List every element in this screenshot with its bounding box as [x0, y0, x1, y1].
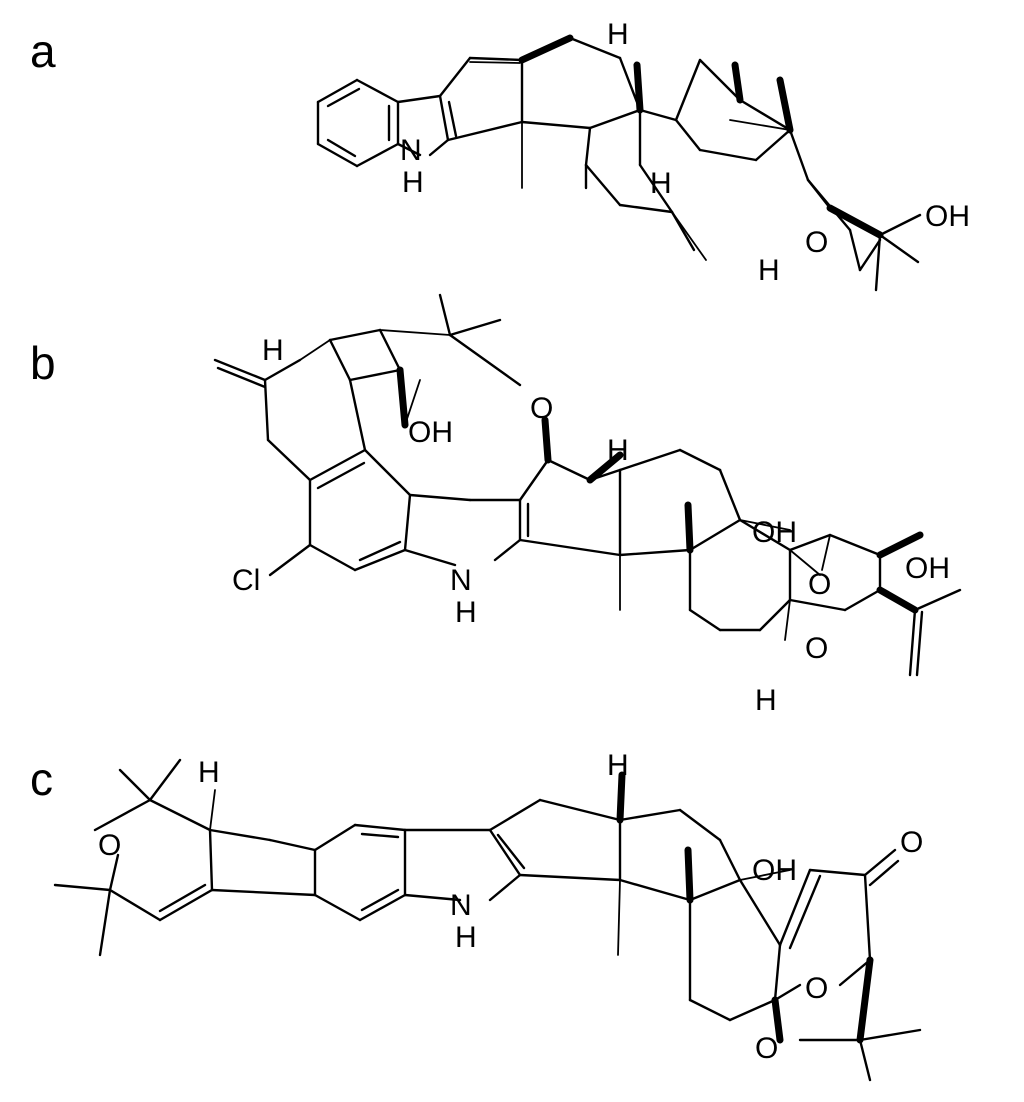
o-bridge-label: O [755, 1032, 778, 1065]
h-top-label: H [607, 18, 629, 51]
left-ring [213, 358, 472, 577]
oh-mid-label-b: OH [752, 516, 797, 549]
h-top-label-b: H [607, 434, 629, 467]
o-pyran-label: O [98, 829, 121, 862]
h-top-label-c: H [607, 749, 629, 782]
structure-b: H OH O H Cl N H OH O OH O H [213, 293, 962, 717]
cyclopentene-ring [208, 828, 317, 897]
h-mid-label: H [650, 167, 672, 200]
nh-h-label-c: H [455, 921, 477, 954]
panel-c: c [0, 740, 1024, 1102]
h-bot-label-b: H [755, 684, 777, 717]
nh-n-label-c: N [450, 889, 472, 922]
panel-label-b: b [30, 337, 56, 389]
structure-a: N H H H H O OH [316, 18, 970, 292]
panel-a: a [0, 0, 1024, 300]
cl-label: Cl [232, 564, 260, 597]
o-ring-label-b: O [805, 632, 828, 665]
pyrrole-ring [396, 94, 458, 157]
nh-h-label: H [402, 166, 424, 199]
fused-rings-right [618, 448, 962, 677]
oh-mid-label-c: OH [752, 854, 797, 887]
dimethylpyran-ring [53, 758, 216, 957]
o-epox-label: O [808, 568, 831, 601]
oh-right-label: OH [905, 552, 950, 585]
pyrrole-c [403, 828, 526, 902]
oh-cb-label: OH [408, 416, 453, 449]
nh-n-label: N [400, 134, 422, 167]
nh-n-label-b: N [450, 564, 472, 597]
oh-label: OH [925, 200, 970, 233]
macrocycle [541, 416, 624, 484]
o-ring-label-c: O [805, 972, 828, 1005]
o-ether-label: O [530, 392, 553, 425]
h-cb-label: H [262, 334, 284, 367]
panel-b: b [0, 290, 1024, 730]
nh-h-label-b: H [455, 596, 477, 629]
cyclobutane-ring [299, 293, 522, 429]
h-left-label: H [198, 756, 220, 789]
panel-label-c: c [30, 753, 53, 805]
fused-rings-c [488, 771, 922, 1082]
benzene-ring [316, 78, 400, 168]
cyclopentane-ring [438, 56, 524, 142]
indole-five-ring [468, 458, 622, 562]
fused-rings [518, 34, 922, 292]
o-ring-label: O [805, 226, 828, 259]
structure-c: O H H OH O N H O O [53, 749, 923, 1082]
central-benzene [313, 823, 407, 922]
o-ketone-label: O [900, 826, 923, 859]
h-bot-label: H [758, 254, 780, 287]
panel-label-a: a [30, 25, 56, 77]
